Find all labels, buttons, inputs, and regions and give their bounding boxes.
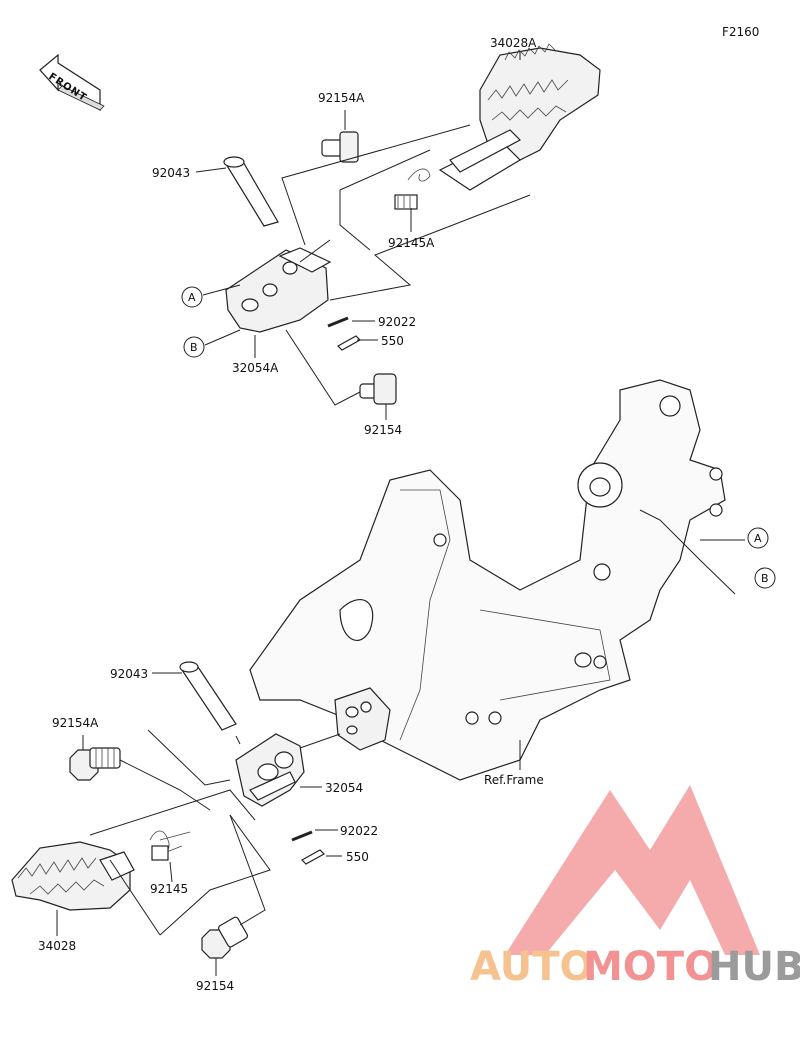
lower-assembly: 92043 92154A 32054 92022 550 92145 34028…: [11, 661, 378, 993]
label-lower-pin: 92043: [110, 667, 148, 681]
label-lower-footpeg: 34028: [38, 939, 76, 953]
callout-b-frame: B: [754, 567, 776, 589]
footpeg-upper: [438, 43, 601, 191]
label-lower-cotter: 550: [346, 850, 369, 864]
svg-text:B: B: [190, 341, 198, 354]
washer-lower: [291, 830, 313, 842]
label-lower-spring: 92145: [150, 882, 188, 896]
callout-a-upper: A: [181, 286, 203, 308]
watermark-triangle-icon: [505, 785, 760, 955]
label-lower-bracket: 32054: [325, 781, 363, 795]
label-upper-bracket: 32054A: [232, 361, 279, 375]
svg-text:B: B: [761, 572, 769, 585]
callout-a-frame: A: [747, 527, 769, 549]
cotter-upper: [337, 335, 361, 351]
watermark-auto: AUTO: [470, 944, 594, 990]
bracket-upper: [225, 247, 332, 333]
label-upper-pin: 92043: [152, 166, 190, 180]
spring-lower: [149, 830, 191, 861]
upper-assembly: 34028A 92154A 92043 92145A 92022 550 320…: [152, 36, 601, 437]
bracket-lower: [235, 733, 305, 807]
callout-b-upper: B: [183, 336, 205, 358]
front-arrow-icon: FRONT: [39, 53, 105, 112]
watermark-logo: AUTO MOTO HUB: [470, 785, 800, 990]
label-frame: Ref.Frame: [484, 773, 544, 787]
washer-upper: [327, 316, 349, 328]
label-upper-bolt-bottom: 92154: [364, 423, 402, 437]
bolt-lower-top: [69, 747, 121, 781]
svg-text:A: A: [754, 532, 762, 545]
watermark-hub: HUB: [708, 944, 800, 990]
figure-code: F2160: [722, 25, 759, 39]
pin-lower: [179, 661, 237, 731]
pin-upper: [223, 156, 279, 227]
label-upper-footpeg: 34028A: [490, 36, 537, 50]
watermark-moto: MOTO: [583, 944, 718, 990]
svg-text:A: A: [188, 291, 196, 304]
bolt-upper-top: [321, 131, 359, 163]
label-upper-spring: 92145A: [388, 236, 435, 250]
label-lower-washer: 92022: [340, 824, 378, 838]
label-upper-washer: 92022: [378, 315, 416, 329]
label-upper-cotter: 550: [381, 334, 404, 348]
frame-reference: Ref.Frame A B: [249, 379, 776, 787]
cotter-lower: [301, 849, 325, 865]
footpeg-lower: [11, 841, 135, 911]
label-lower-bolt-bottom: 92154: [196, 979, 234, 993]
spring-upper: [394, 168, 431, 210]
bolt-lower-bottom: [201, 916, 249, 959]
label-lower-bolt-top: 92154A: [52, 716, 99, 730]
label-upper-bolt-top: 92154A: [318, 91, 365, 105]
bolt-upper-bottom: [359, 373, 397, 405]
